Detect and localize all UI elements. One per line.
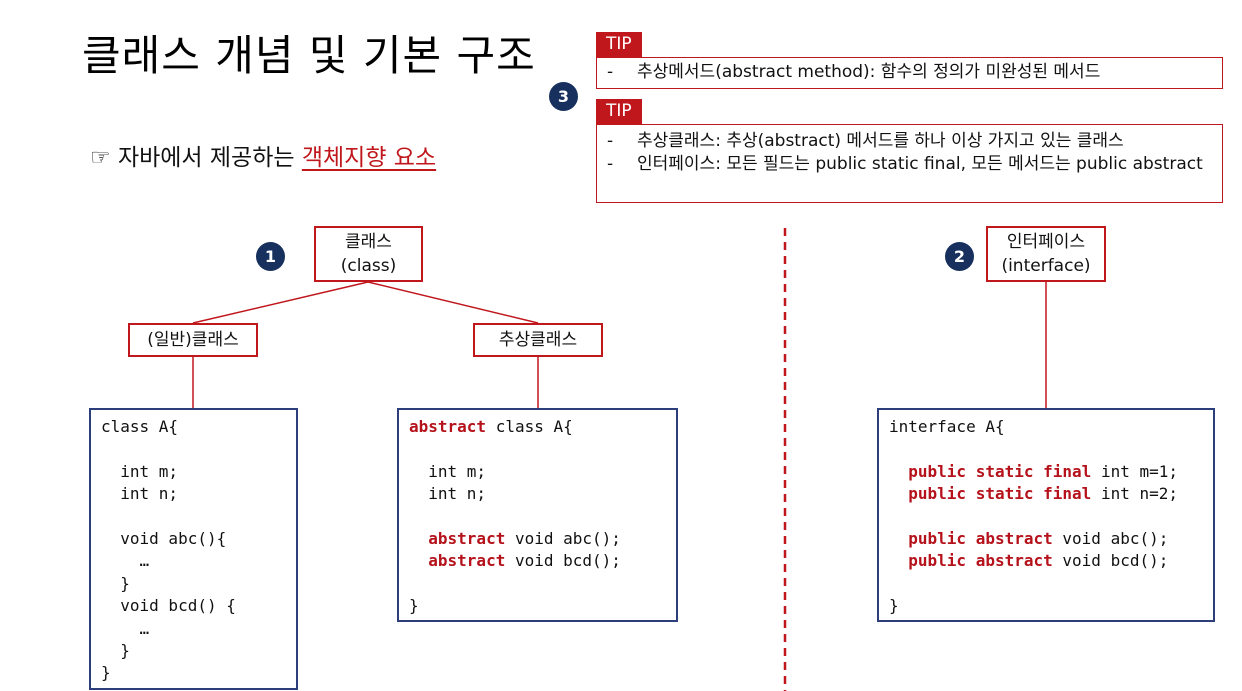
- tip-dash: -: [607, 154, 614, 174]
- node-class-title: 클래스: [345, 232, 392, 252]
- code-line: [409, 506, 666, 528]
- code-line: [101, 438, 286, 460]
- node-general-class: (일반)클래스: [128, 323, 258, 357]
- tip-text: 인터페이스: 모든 필드는 public static final, 모든 메서…: [637, 154, 1203, 174]
- code-line: abstract class A{: [409, 417, 573, 436]
- number-badge-2: 2: [945, 242, 974, 271]
- code-line: [101, 506, 286, 528]
- code-line: }: [101, 573, 130, 593]
- code-line: class A{: [101, 417, 179, 436]
- tip-1-line-1: - 추상메서드(abstract method): 함수의 정의가 미완성된 메…: [607, 61, 1212, 84]
- tip-box-1: - 추상메서드(abstract method): 함수의 정의가 미완성된 메…: [596, 57, 1223, 89]
- subtitle-prefix: 자바에서 제공하는: [117, 145, 295, 171]
- code-line: abstract void bcd();: [428, 551, 621, 571]
- tip-2-line-1: - 추상클래스: 추상(abstract) 메서드를 하나 이상 가지고 있는 …: [607, 130, 1212, 153]
- code-line: }: [101, 640, 130, 660]
- tip-label-2: TIP: [596, 99, 642, 124]
- code-line: void abc(){: [101, 528, 227, 548]
- code-line: void bcd() {: [101, 596, 236, 616]
- code-keyword: static: [975, 461, 1034, 481]
- subtitle: ☞ 자바에서 제공하는 객체지향 요소: [90, 138, 436, 172]
- code-keyword: public: [908, 484, 967, 504]
- code-keyword: public: [908, 551, 967, 571]
- tip-text: 추상메서드(abstract method): 함수의 정의가 미완성된 메서드: [637, 62, 1101, 82]
- node-abstract-class: 추상클래스: [473, 323, 603, 357]
- code-keyword: abstract: [428, 551, 506, 571]
- code-line: public static final int n=2;: [908, 484, 1179, 504]
- pointing-hand-icon: ☞: [90, 145, 111, 171]
- code-block-interface: interface A{ public static final int m=1…: [877, 408, 1215, 622]
- code-line: int n;: [409, 484, 487, 504]
- code-line: interface A{: [889, 417, 1005, 436]
- code-keyword: abstract: [428, 528, 506, 548]
- code-line: }: [409, 596, 419, 616]
- code-line: [889, 506, 1203, 528]
- code-line: }: [101, 663, 111, 683]
- node-class-subtitle: (class): [340, 256, 397, 276]
- code-keyword: final: [1043, 461, 1092, 481]
- code-keyword: abstract: [409, 417, 487, 436]
- code-block-general: class A{ int m; int n; void abc(){ … } v…: [89, 408, 298, 690]
- code-line: abstract void abc();: [428, 528, 621, 548]
- code-line: public static final int m=1;: [908, 461, 1179, 481]
- number-badge-3: 3: [549, 82, 578, 111]
- tip-dash: -: [607, 62, 614, 82]
- code-line: public abstract void bcd();: [908, 551, 1169, 571]
- code-block-abstract: abstract class A{ int m; int n; abstract…: [397, 408, 678, 622]
- tip-dash: -: [607, 131, 614, 151]
- code-keyword: public: [908, 528, 967, 548]
- code-keyword: public: [908, 461, 967, 481]
- code-line: [409, 573, 666, 595]
- code-keyword: final: [1043, 484, 1092, 504]
- node-interface: 인터페이스 (interface): [986, 226, 1106, 282]
- code-line: }: [889, 596, 899, 616]
- node-interface-title: 인터페이스: [1006, 232, 1086, 252]
- code-line: [409, 438, 666, 460]
- connector-class-general: [192, 281, 369, 324]
- tip-text: 추상클래스: 추상(abstract) 메서드를 하나 이상 가지고 있는 클래…: [637, 131, 1124, 151]
- code-line: int n;: [101, 484, 179, 504]
- code-line: int m;: [409, 461, 487, 481]
- code-keyword: abstract: [975, 528, 1053, 548]
- node-interface-subtitle: (interface): [1001, 256, 1091, 276]
- code-line: [889, 438, 1203, 460]
- number-badge-1: 1: [256, 242, 285, 271]
- tip-2-line-2: - 인터페이스: 모든 필드는 public static final, 모든 …: [607, 153, 1212, 176]
- tip-label-1: TIP: [596, 32, 642, 57]
- node-class: 클래스 (class): [314, 226, 423, 282]
- subtitle-highlight: 객체지향 요소: [301, 145, 437, 171]
- code-line: …: [101, 618, 150, 638]
- code-line: public abstract void abc();: [908, 528, 1169, 548]
- page-title: 클래스 개념 및 기본 구조: [82, 31, 536, 80]
- code-keyword: abstract: [975, 551, 1053, 571]
- code-line: [889, 573, 1203, 595]
- code-line: int m;: [101, 461, 179, 481]
- connector-class-abstract: [367, 281, 539, 324]
- code-line: …: [101, 551, 150, 571]
- code-keyword: static: [975, 484, 1034, 504]
- tip-box-2: - 추상클래스: 추상(abstract) 메서드를 하나 이상 가지고 있는 …: [596, 124, 1223, 203]
